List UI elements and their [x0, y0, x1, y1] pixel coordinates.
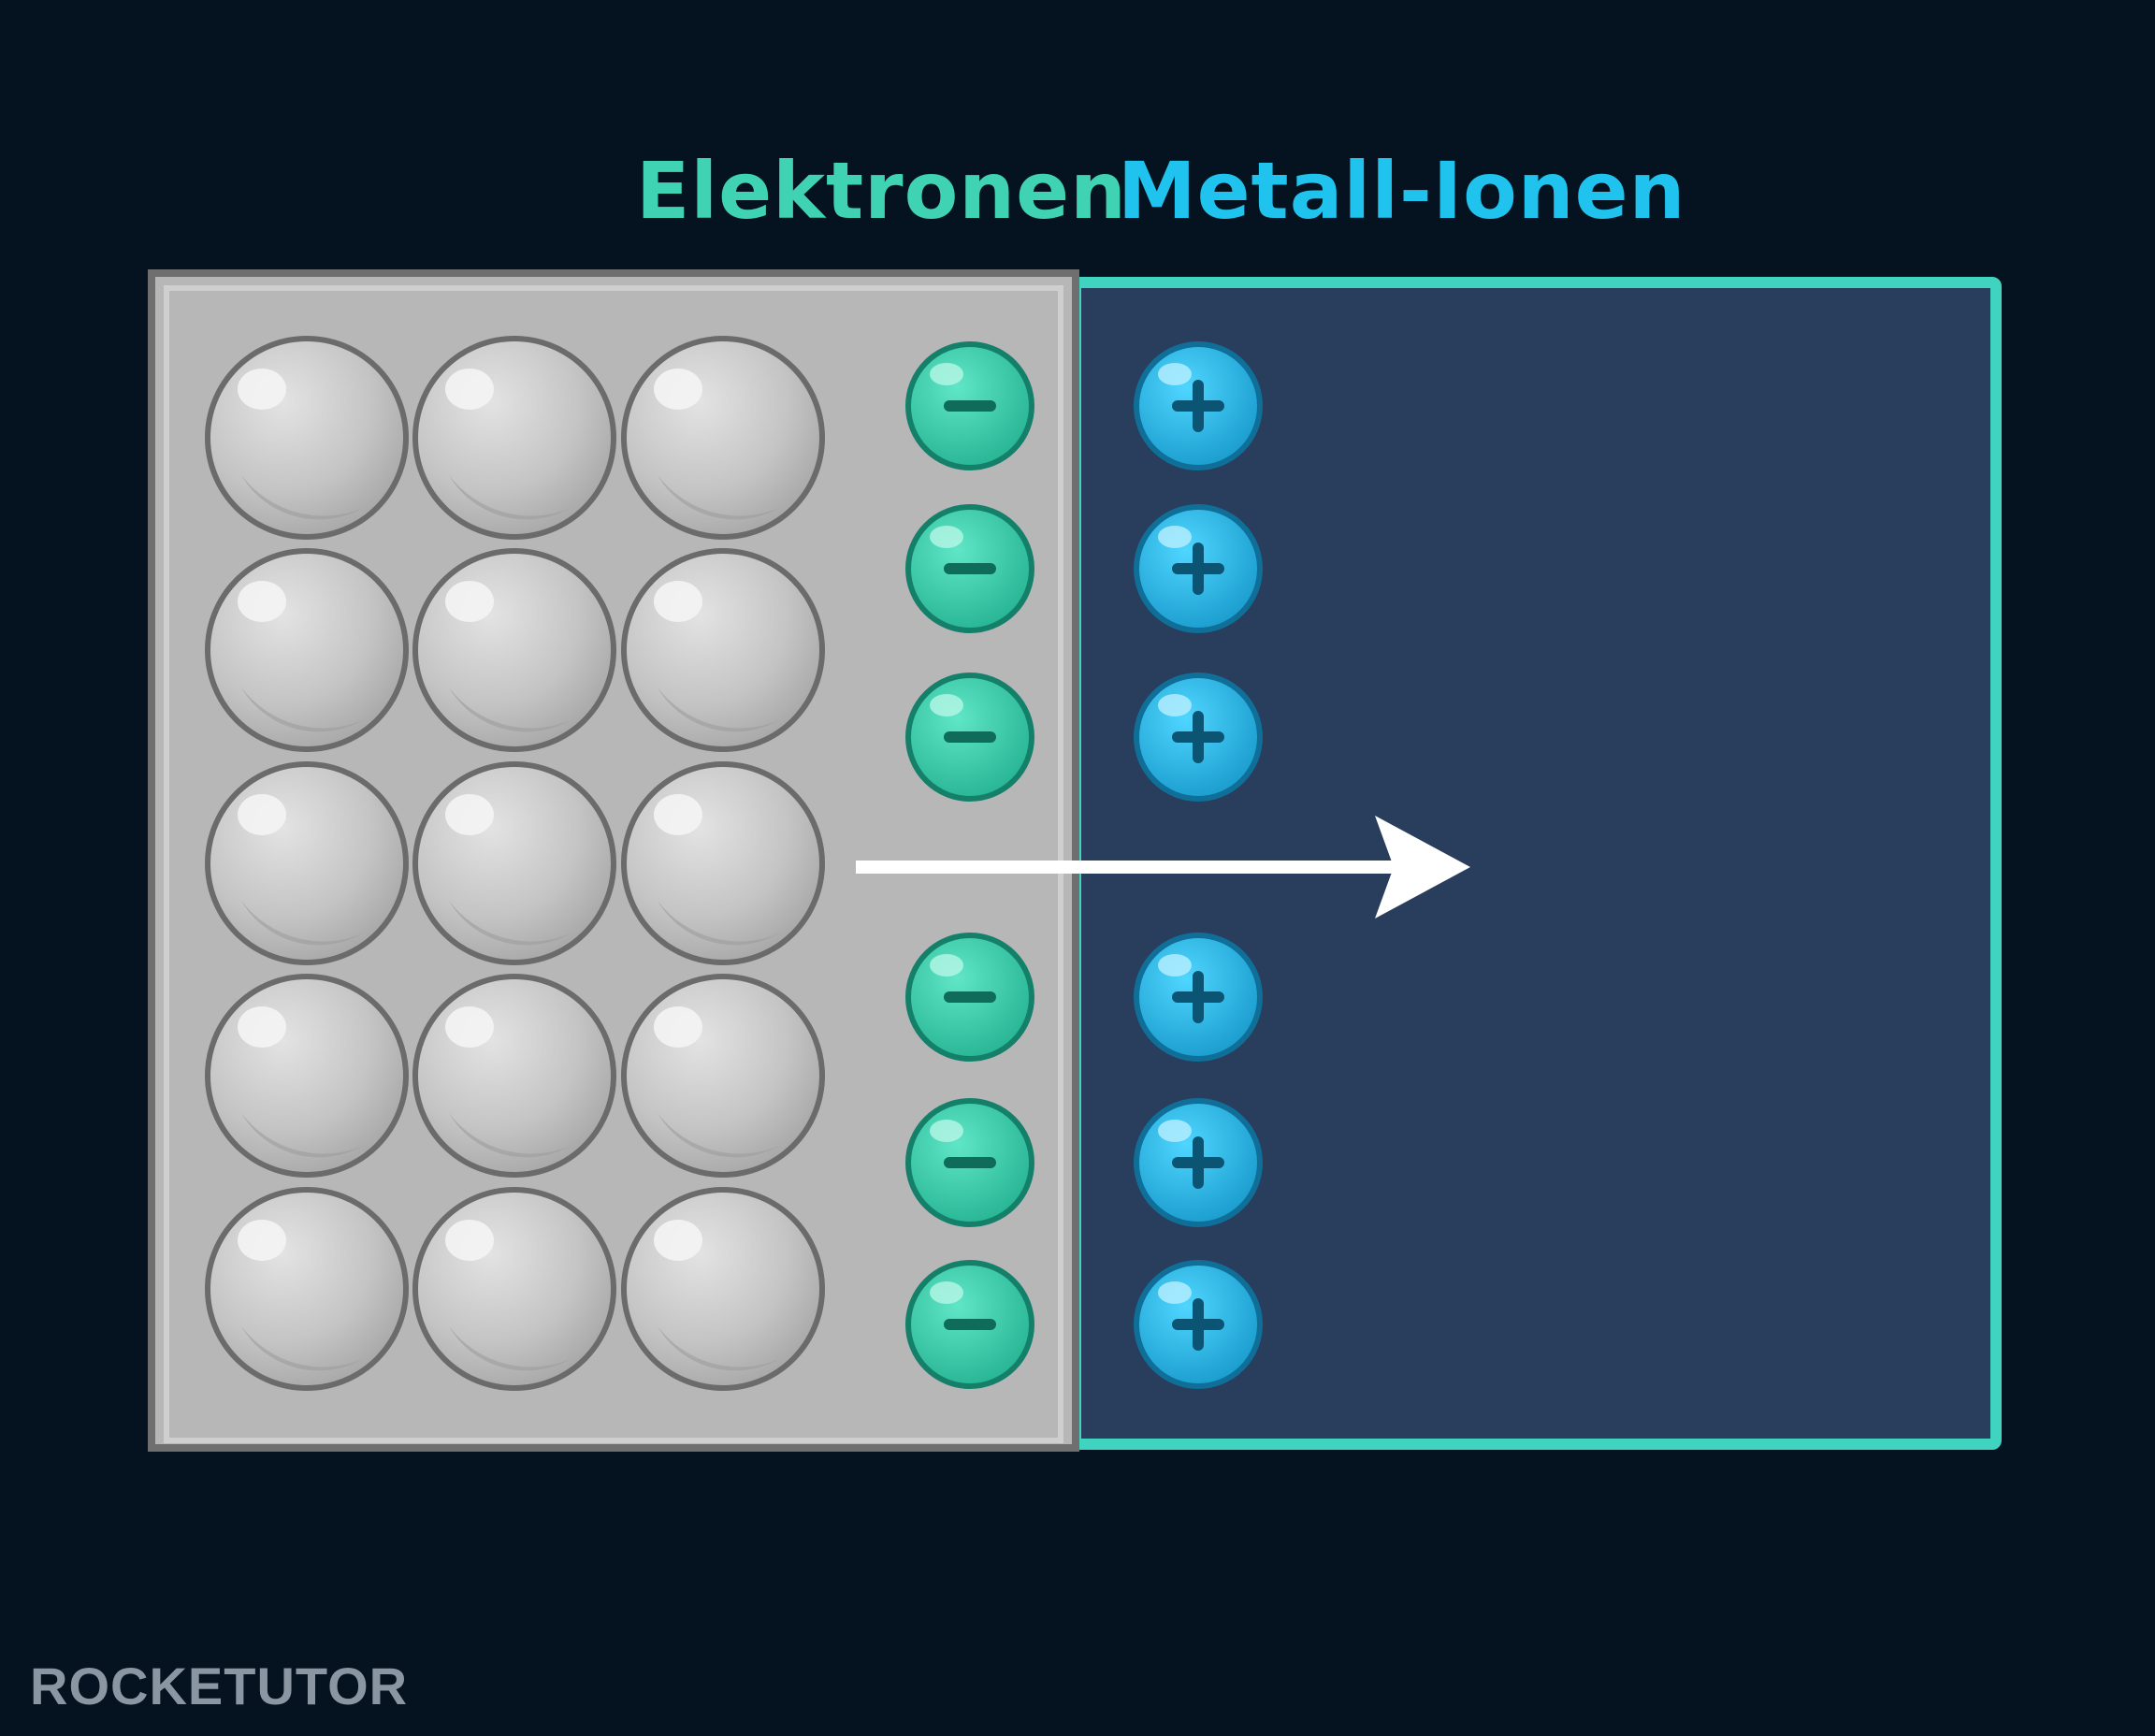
metal-atom-icon	[412, 761, 616, 965]
metal-ions-label: Metall-Ionen	[1118, 145, 1686, 237]
electron-icon	[905, 933, 1034, 1062]
metal-atom-icon	[412, 974, 616, 1178]
metal-atom-icon	[621, 548, 825, 752]
metal-atom-icon	[205, 548, 409, 752]
metal-atom-icon	[205, 974, 409, 1178]
metal-atom-icon	[205, 1187, 409, 1391]
metal-atom-icon	[621, 761, 825, 965]
metal-ion-icon	[1134, 504, 1263, 633]
metal-ion-icon	[1134, 933, 1263, 1062]
electron-icon	[905, 1260, 1034, 1389]
electron-icon	[905, 1098, 1034, 1227]
metal-atom-icon	[412, 1187, 616, 1391]
metal-ion-icon	[1134, 1098, 1263, 1227]
metal-ion-icon	[1134, 673, 1263, 802]
metal-atom-icon	[621, 336, 825, 540]
electrons-label: Elektronen	[636, 145, 1127, 237]
metal-atom-icon	[621, 1187, 825, 1391]
arrow-right-icon	[856, 816, 1470, 919]
metal-atom-icon	[412, 336, 616, 540]
electron-icon	[905, 341, 1034, 470]
metal-atom-icon	[621, 974, 825, 1178]
metal-atom-icon	[205, 336, 409, 540]
metal-ions-column	[1134, 341, 1263, 1389]
metal-ion-icon	[1134, 1260, 1263, 1389]
rockettutor-logo: ROCKETUTOR	[30, 1656, 409, 1715]
metal-atom-icon	[205, 761, 409, 965]
metal-ion-icon	[1134, 341, 1263, 470]
electron-icon	[905, 504, 1034, 633]
metal-atoms-grid	[205, 336, 825, 1391]
metal-atom-icon	[412, 548, 616, 752]
electron-icon	[905, 673, 1034, 802]
electrons-column	[905, 341, 1034, 1389]
